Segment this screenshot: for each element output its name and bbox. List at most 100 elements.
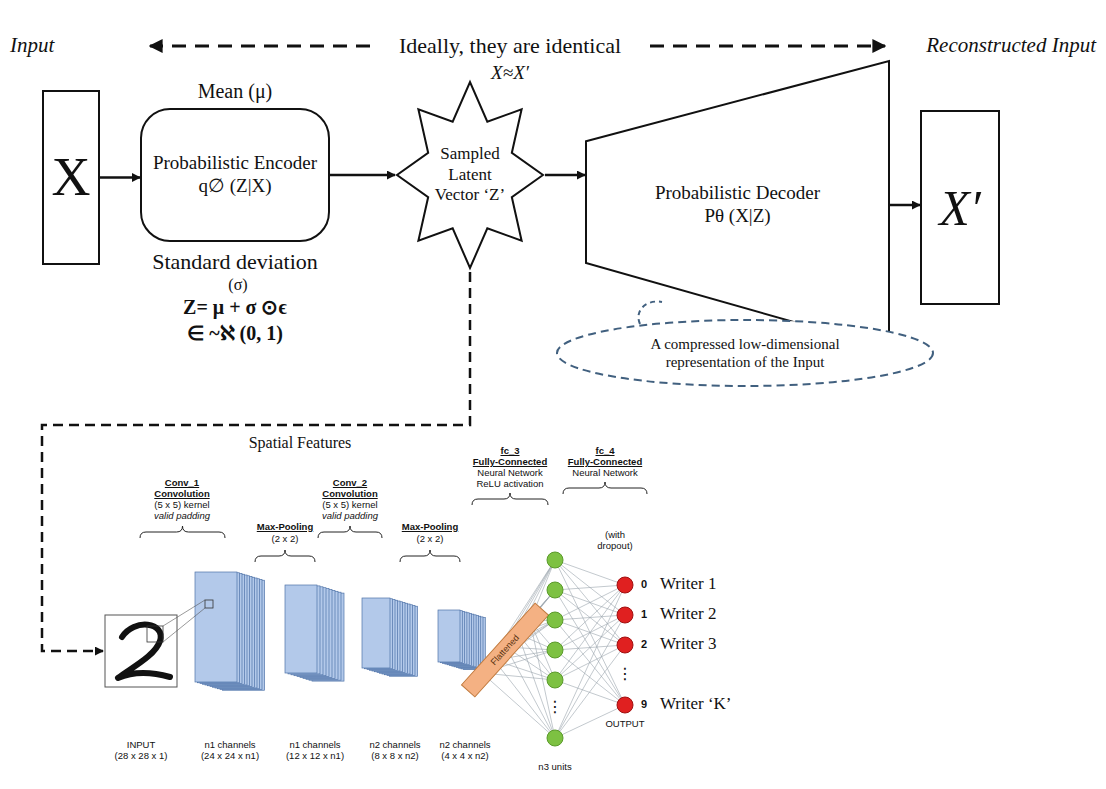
figure-label: fc_4 xyxy=(595,446,614,457)
connection-line xyxy=(555,585,625,620)
star-outline xyxy=(397,82,543,268)
figure-label: (8 x 8 x n2) xyxy=(371,751,419,762)
dashed-arrow xyxy=(150,45,370,48)
node-text: Sampled Latent Vector ‘Z’ xyxy=(432,144,508,205)
connection-line xyxy=(555,585,625,650)
figure-label: Flattened xyxy=(489,633,522,668)
node-text: Probabilistic Decoder xyxy=(655,182,820,205)
annotation: Ideally, they are identical xyxy=(399,33,621,58)
figure-label: INPUT xyxy=(127,740,156,751)
node-text: Probabilistic Encoder xyxy=(153,152,317,175)
connection-line xyxy=(555,560,625,705)
node-text: A compressed low-dimensional representat… xyxy=(628,335,863,371)
flatten-bar xyxy=(462,603,549,697)
figure-label: ∈ ~ℵ (0, 1) xyxy=(187,322,283,345)
kernel-line xyxy=(163,608,205,642)
figure-label: valid padding xyxy=(154,511,210,522)
figure-label: 9 xyxy=(641,698,647,711)
connection-line xyxy=(555,650,625,705)
kernel-window xyxy=(147,626,163,642)
input-box: X xyxy=(42,90,100,265)
connection-line xyxy=(555,585,625,738)
annotation: Mean (μ) xyxy=(198,80,273,103)
figure-label: (24 x 24 x n1) xyxy=(201,751,259,762)
brace xyxy=(140,526,225,538)
flow-arrow xyxy=(100,176,140,179)
connection-line xyxy=(494,660,555,738)
flow-arrow xyxy=(545,174,585,177)
annotation: Writer 2 xyxy=(660,604,716,624)
callout-ellipse: A compressed low-dimensional representat… xyxy=(555,318,935,388)
connection-line xyxy=(482,673,555,738)
feature-stack xyxy=(285,585,344,681)
brace xyxy=(472,493,548,505)
neuron xyxy=(547,642,563,658)
figure-label: Conv_1 xyxy=(165,478,199,489)
decoder-trapezoid: Probabilistic DecoderPθ (X|Z) xyxy=(585,60,890,350)
feature-map xyxy=(362,598,390,668)
figure-label: Neural Network xyxy=(572,468,637,479)
figure-label: (5 x 5) kernel xyxy=(154,500,209,511)
flow-arrow xyxy=(330,174,395,177)
figure-label: (with dropout) xyxy=(590,530,640,552)
output-neuron xyxy=(617,637,633,653)
output-box: X′ xyxy=(920,110,1000,305)
annotation: (σ) xyxy=(228,276,247,294)
figure-label: Reconstructed Input xyxy=(926,33,1096,57)
annotation: Writer ‘K’ xyxy=(660,694,732,714)
figure-label: n2 channels xyxy=(439,740,490,751)
figure-label: Fully-Connected xyxy=(568,457,642,468)
figure-label: n1 channels xyxy=(289,740,340,751)
connection-line xyxy=(555,645,625,680)
figure-label: ⋮ xyxy=(617,666,633,682)
annotation: Standard deviation xyxy=(152,249,318,274)
node-outline xyxy=(555,318,935,388)
figure-label: Fully-Connected xyxy=(473,457,547,468)
figure-label: Input xyxy=(10,33,54,57)
node-text: Pθ (X|Z) xyxy=(704,205,770,228)
figure-label: (12 x 12 x n1) xyxy=(286,751,344,762)
neuron xyxy=(547,612,563,628)
figure-label: OUTPUT xyxy=(605,719,644,730)
brace xyxy=(318,526,382,538)
brace xyxy=(255,550,315,562)
figure-label: n1 channels xyxy=(204,740,255,751)
neuron xyxy=(547,672,563,688)
figure-label: (28 x 28 x 1) xyxy=(115,751,168,762)
annotation: Spatial Features xyxy=(249,434,352,452)
figure-label: (5 x 5) kernel xyxy=(322,500,377,511)
feature-map xyxy=(438,610,460,662)
connection-line xyxy=(506,647,555,738)
neuron xyxy=(547,552,563,568)
figure-label: Conv_2 xyxy=(333,478,367,489)
kernel-window xyxy=(205,600,213,608)
trapezoid-outline xyxy=(586,61,889,349)
figure-label: Convolution xyxy=(322,489,377,500)
connection-line xyxy=(555,585,625,680)
figure-label: (2 x 2) xyxy=(417,534,444,545)
ellipse-outline xyxy=(557,320,933,386)
node-text: X xyxy=(52,145,91,210)
feature-map xyxy=(195,572,237,682)
figure-label: Max-Pooling xyxy=(257,522,313,533)
brace xyxy=(563,482,647,494)
figure-label: Convolution xyxy=(154,489,209,500)
figure-label: Neural Network xyxy=(477,468,542,479)
figure-label: 2 xyxy=(641,638,647,651)
figure-label: 1 xyxy=(641,608,647,621)
brace xyxy=(400,550,460,562)
figure-label: n3 units xyxy=(538,762,571,773)
flow-arrow xyxy=(890,204,920,207)
dashed-arrow xyxy=(650,45,885,48)
figure-label: Z= μ + σ ⊙ϵ xyxy=(183,296,287,319)
output-neuron xyxy=(617,697,633,713)
neuron xyxy=(547,582,563,598)
figure-label: X≈X′ xyxy=(491,62,529,84)
callout-tail xyxy=(638,302,662,324)
figure-label: valid padding xyxy=(322,511,378,522)
node-text: X′ xyxy=(939,178,980,238)
input-image xyxy=(105,615,177,687)
feature-stack xyxy=(195,572,265,690)
figure-label: n2 channels xyxy=(369,740,420,751)
figure-label: ReLU activation xyxy=(476,479,543,490)
